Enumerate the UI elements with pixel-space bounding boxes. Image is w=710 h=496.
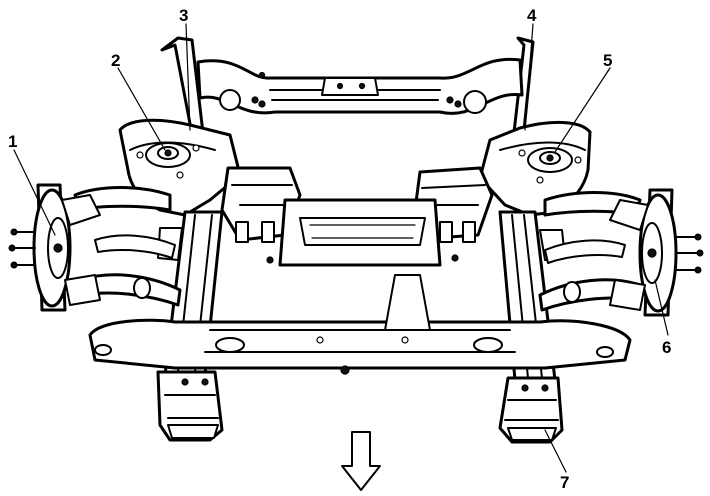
callout-3: 3 <box>179 6 188 25</box>
left-mount-bracket <box>156 370 224 442</box>
right-strut-tower <box>478 120 592 217</box>
callout-2: 2 <box>111 51 120 70</box>
arrow-down-icon <box>341 431 381 491</box>
callout-4: 4 <box>527 6 537 25</box>
center-crossmember <box>266 198 459 267</box>
callout-6: 6 <box>662 338 671 357</box>
leader-lines <box>13 23 669 473</box>
upper-body-frame <box>160 36 535 152</box>
left-wheel-hub <box>8 183 101 312</box>
callout-5: 5 <box>603 51 612 70</box>
right-wheel-hub <box>609 188 704 317</box>
callout-1: 1 <box>8 132 17 151</box>
differential-mounts <box>220 166 494 243</box>
right-mount-bracket <box>498 376 564 444</box>
callout-7: 7 <box>560 473 569 492</box>
rear-lower-crossmember <box>88 274 632 375</box>
